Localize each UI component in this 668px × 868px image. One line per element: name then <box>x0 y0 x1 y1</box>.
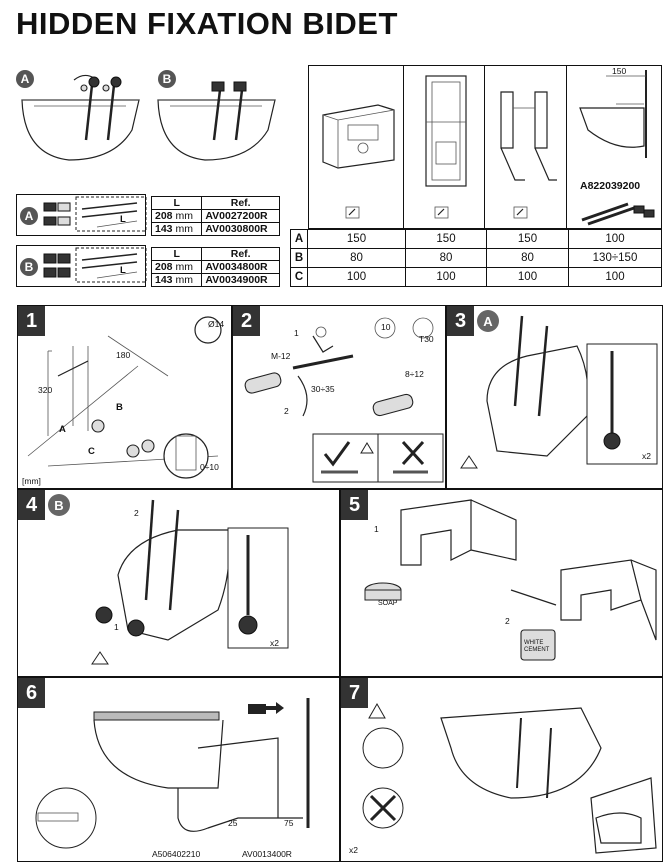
step-1-drawing <box>27 316 222 479</box>
kit-a-table: L Ref. 208 mm AV0027200R 143 mm AV003080… <box>150 196 280 236</box>
cement-label: WHITE CEMENT <box>524 640 550 653</box>
dim-180: 180 <box>116 350 131 360</box>
kit-b-badge: B <box>20 258 38 276</box>
step-5-drawing <box>364 499 657 661</box>
step-4-drawing <box>91 499 289 665</box>
kit-b-frame <box>16 245 146 287</box>
step-4-panel: 4 B 2 1 x2 <box>17 489 340 677</box>
quantity-label: x2 <box>349 845 358 855</box>
unit-label: [mm] <box>22 476 41 486</box>
range-30-35: 30÷35 <box>311 384 335 394</box>
tolerance: 0÷10 <box>200 462 219 472</box>
step-2-panel: 2 M-12 30÷35 8÷12 10 T30 1 2 <box>232 305 446 489</box>
soap-label: SOAP <box>378 600 398 607</box>
wall-kit-bolts <box>581 202 655 226</box>
kit-b-header-ref: Ref. <box>201 247 280 261</box>
dim-b: B <box>116 402 123 413</box>
step-number: 5 <box>341 490 368 520</box>
ref-fitting: AV0013400R <box>242 849 292 859</box>
step-6-drawing <box>35 698 310 849</box>
step-number: 3 <box>447 306 474 336</box>
step-number: 4 <box>18 490 45 520</box>
kit-b-table: L Ref. 208 mm AV0034800R 143 mm AV003490… <box>150 247 280 287</box>
wrench-size: 10 <box>381 322 391 332</box>
wall-dim-label: 150 <box>612 66 627 76</box>
kit-b-header-length: L <box>150 247 203 261</box>
table-row: C 100 100 100 100 <box>290 267 662 287</box>
dim-25: 25 <box>228 818 238 828</box>
wall-kit-ref: A822039200 <box>580 180 641 192</box>
step-number: 6 <box>18 678 45 708</box>
step-number: 7 <box>341 678 368 708</box>
kit-a-diagram-label: L <box>120 214 126 225</box>
bidet-b-drawing <box>157 81 276 161</box>
step-7-panel: 7 x2 <box>340 677 663 862</box>
step-2-drawing <box>244 317 444 483</box>
kit-b-row-length: 208 mm <box>150 260 203 274</box>
kit-a-row-ref: AV0030800R <box>201 222 280 236</box>
frame-1-drawing <box>322 104 395 169</box>
step-3-panel: 3 A x2 <box>446 305 663 489</box>
quantity-label: x2 <box>270 638 279 648</box>
kit-a-frame <box>16 194 146 236</box>
kit-a-row-ref: AV0027200R <box>201 209 280 223</box>
torx-size: T30 <box>419 334 434 344</box>
callout-1: 1 <box>114 622 119 632</box>
bidet-a-drawing <box>21 74 140 161</box>
drill-size: Ø14 <box>208 319 225 329</box>
tool-icon <box>513 206 528 219</box>
kit-b-diagram-label: L <box>120 265 126 276</box>
step-variant-badge: A <box>477 310 499 332</box>
step-6-panel: 6 A506402210 AV0013400R 25 75 <box>17 677 340 862</box>
tool-icon <box>434 206 449 219</box>
range-8-12: 8÷12 <box>405 369 424 379</box>
kit-b-parts <box>43 247 147 283</box>
callout-2: 2 <box>284 406 289 416</box>
frame-3-drawing <box>500 91 557 181</box>
callout-1: 1 <box>294 328 299 338</box>
kit-b-row-ref: AV0034800R <box>201 260 280 274</box>
frame-2-drawing <box>425 75 467 187</box>
wall-mount-drawing <box>579 70 647 158</box>
dim-a: A <box>59 424 66 435</box>
dim-c: C <box>88 446 95 457</box>
dim-75: 75 <box>284 818 294 828</box>
kit-a-row-length: 208 mm <box>150 209 203 223</box>
table-row: B 80 80 80 130÷150 <box>290 248 662 268</box>
kit-a-badge: A <box>20 207 38 225</box>
kit-b-row-length: 143 mm <box>150 273 203 287</box>
step-1-panel: 1 Ø14 180 320 A B C 0÷10 [mm] <box>17 305 232 489</box>
variant-a-badge: A <box>16 70 34 88</box>
tool-icon <box>345 206 360 219</box>
kit-a-parts <box>43 196 147 232</box>
callout-1: 1 <box>374 524 379 534</box>
step-5-panel: 5 1 2 SOAP WHITE CEMENT <box>340 489 663 677</box>
frames-box <box>308 65 662 229</box>
kit-a-header-length: L <box>150 196 203 210</box>
quantity-label: x2 <box>642 451 651 461</box>
step-7-drawing <box>362 702 657 854</box>
dim-320: 320 <box>38 385 53 395</box>
step-number: 1 <box>18 306 45 336</box>
ref-siphon: A506402210 <box>152 849 201 859</box>
page-title: HIDDEN FIXATION BIDET <box>16 6 398 41</box>
kit-b-row-ref: AV0034900R <box>201 273 280 287</box>
table-row: A 150 150 150 100 <box>290 229 662 249</box>
callout-2: 2 <box>505 616 510 626</box>
variant-b-badge: B <box>158 70 176 88</box>
step-3-drawing <box>460 315 658 469</box>
step-variant-badge: B <box>48 494 70 516</box>
kit-a-row-length: 143 mm <box>150 222 203 236</box>
thread-label: M-12 <box>271 351 291 361</box>
kit-a-header-ref: Ref. <box>201 196 280 210</box>
dimensions-table: A 150 150 150 100 B 80 80 80 130÷150 C 1… <box>290 229 662 287</box>
callout-2: 2 <box>134 508 139 518</box>
step-number: 2 <box>233 306 260 336</box>
